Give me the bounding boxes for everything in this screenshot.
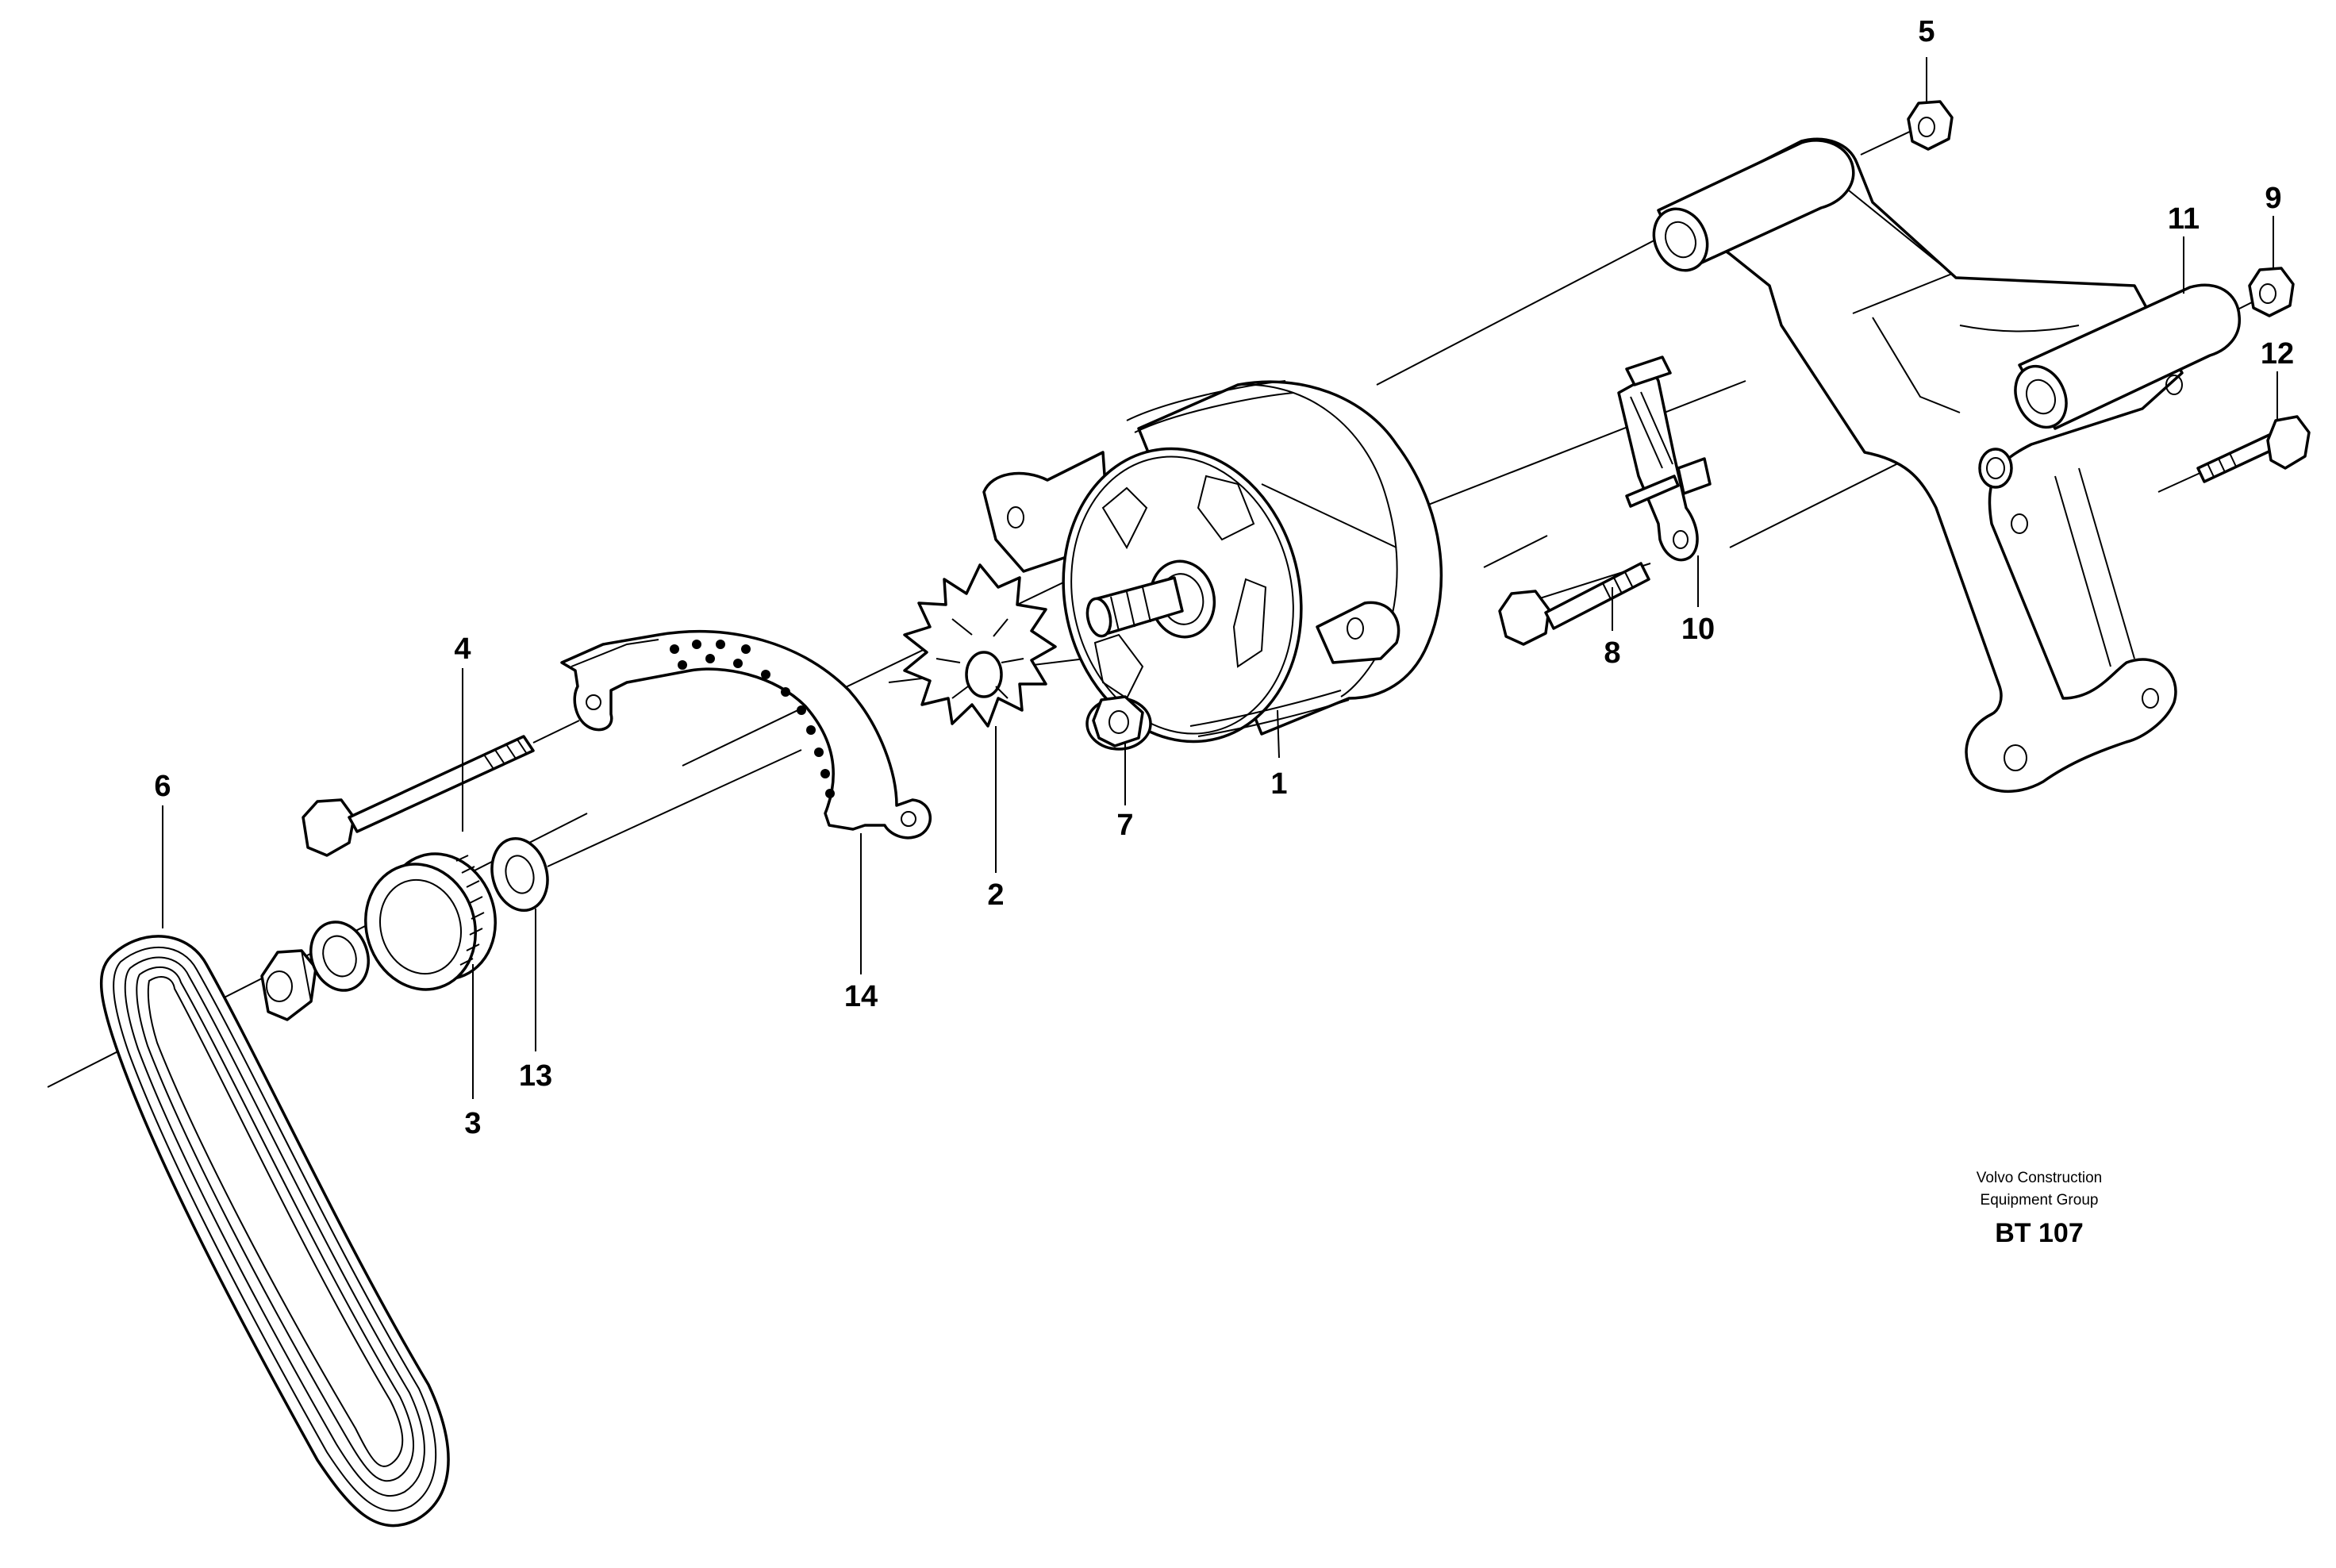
callout-7: 7 <box>1116 809 1133 842</box>
callout-4: 4 <box>454 632 471 666</box>
pulley-nut <box>260 949 317 1021</box>
long-bolt <box>302 720 580 857</box>
mounting-bracket <box>1652 137 2241 793</box>
callout-2: 2 <box>987 878 1004 912</box>
washer-small <box>309 920 370 992</box>
nut-top <box>1907 100 1954 151</box>
bolt-right <box>2196 415 2311 483</box>
callout-11: 11 <box>2168 202 2200 236</box>
footer-line-2: Equipment Group <box>1981 1192 2099 1209</box>
callouts: 1 2 3 4 5 6 7 8 9 10 11 12 13 14 <box>154 15 2294 1140</box>
callout-12: 12 <box>2261 337 2294 371</box>
callout-9: 9 <box>2265 182 2281 215</box>
cooling-fan <box>903 563 1057 728</box>
callout-8: 8 <box>1604 636 1620 670</box>
guard-holes <box>670 640 835 798</box>
belt-guard <box>560 630 932 840</box>
callout-5: 5 <box>1918 15 1934 48</box>
callout-14: 14 <box>844 980 878 1013</box>
callout-10: 10 <box>1681 613 1715 646</box>
nut-right <box>2248 267 2295 317</box>
leader-lines <box>162 57 2278 1099</box>
drive-belt <box>99 935 450 1528</box>
mounting-bolt <box>1498 562 1650 646</box>
callout-1: 1 <box>1270 767 1287 801</box>
footer-line-1: Volvo Construction <box>1977 1170 2102 1186</box>
publisher-footer: Volvo Construction Equipment Group BT 10… <box>1977 1170 2102 1248</box>
spacer-washer <box>490 836 549 913</box>
callout-3: 3 <box>464 1107 481 1140</box>
tension-bracket <box>1617 355 1712 562</box>
pulley <box>364 852 497 991</box>
figure-code: BT 107 <box>1995 1218 2084 1248</box>
callout-13: 13 <box>519 1059 552 1093</box>
callout-6: 6 <box>154 770 171 803</box>
alternator <box>982 380 1443 744</box>
flange-nut <box>1085 695 1152 751</box>
